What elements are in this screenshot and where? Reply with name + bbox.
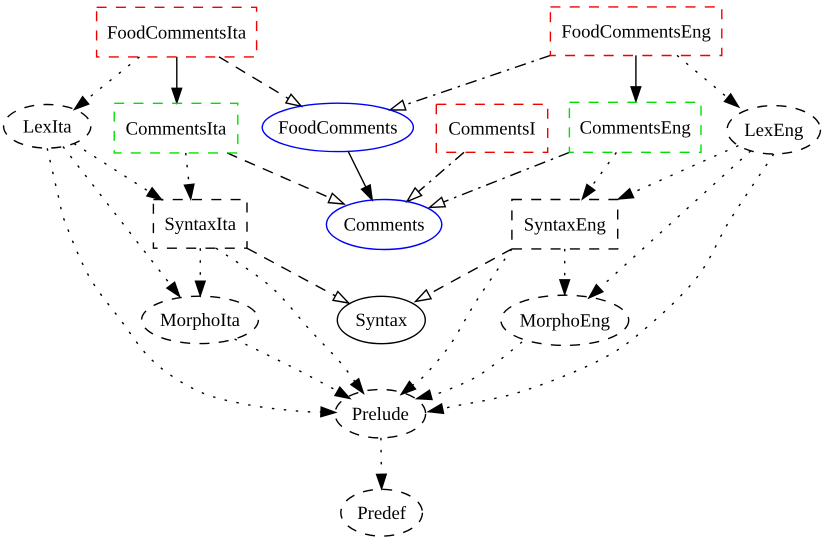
svg-text:CommentsEng: CommentsEng xyxy=(580,118,691,139)
svg-text:FoodComments: FoodComments xyxy=(278,118,397,139)
svg-text:SyntaxIta: SyntaxIta xyxy=(164,214,236,235)
svg-text:CommentsIta: CommentsIta xyxy=(126,118,227,139)
svg-text:FoodCommentsIta: FoodCommentsIta xyxy=(107,22,247,43)
svg-text:CommentsI: CommentsI xyxy=(448,119,535,140)
svg-text:FoodCommentsEng: FoodCommentsEng xyxy=(561,21,711,42)
svg-text:Prelude: Prelude xyxy=(352,404,409,425)
svg-text:LexEng: LexEng xyxy=(744,120,803,141)
svg-text:MorphoIta: MorphoIta xyxy=(160,310,241,331)
svg-text:Syntax: Syntax xyxy=(355,310,408,331)
svg-text:MorphoEng: MorphoEng xyxy=(520,311,610,332)
svg-text:Comments: Comments xyxy=(344,215,425,236)
svg-text:LexIta: LexIta xyxy=(23,117,72,138)
svg-text:SyntaxEng: SyntaxEng xyxy=(524,214,606,235)
svg-text:Predef: Predef xyxy=(357,503,407,524)
